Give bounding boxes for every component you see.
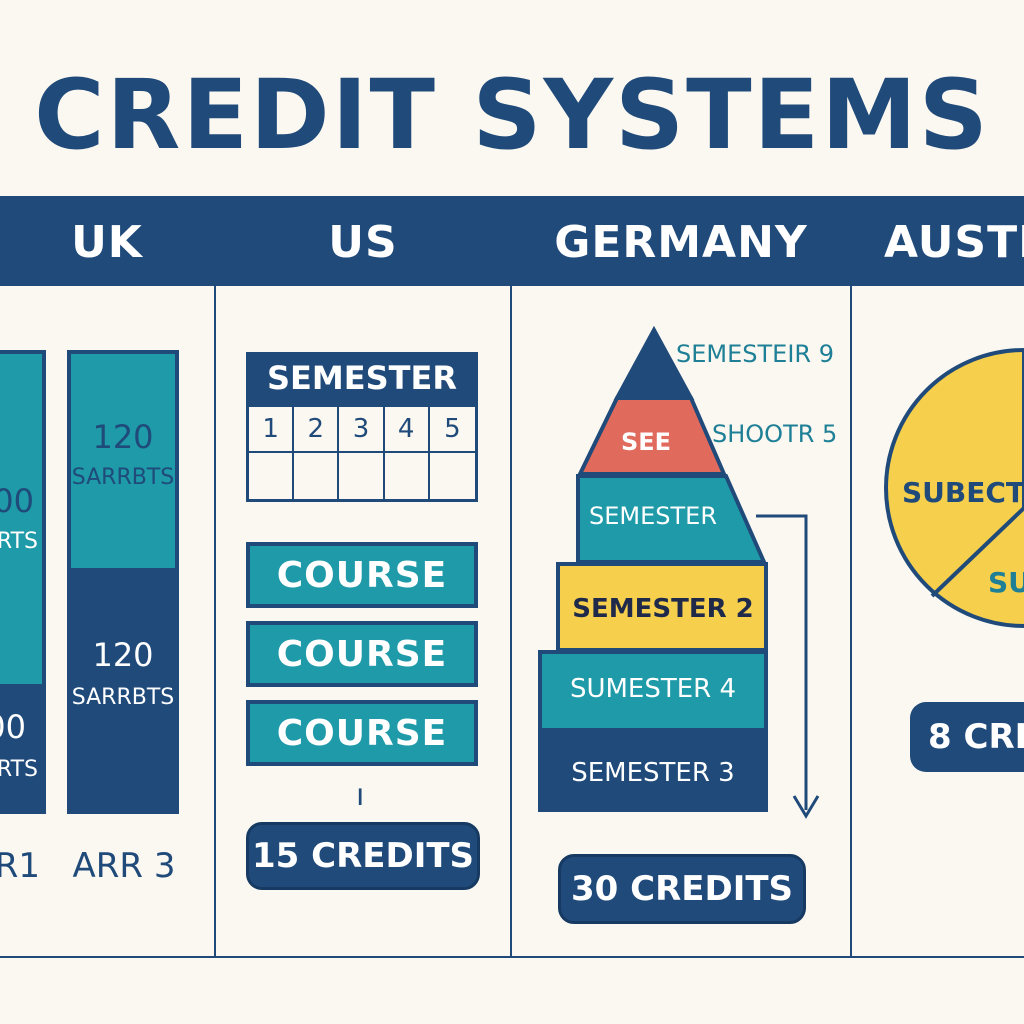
uk-bar-left-top-value: 00: [0, 482, 34, 520]
uk-bar-right-top-label: SARRBTS: [71, 465, 175, 490]
pie-label-subject: SUBECT: [902, 476, 1024, 509]
us-credits-badge: 15 CREDITS: [246, 822, 480, 890]
germany-credits-badge: 30 CREDITS: [558, 854, 806, 924]
semester-cell-empty: [430, 453, 475, 499]
semester-cell-empty: [385, 453, 430, 499]
column-heading-uk: UK: [71, 217, 143, 268]
pyramid-top-note: SEMESTEIR 9: [676, 340, 834, 368]
semester-cell: 3: [339, 407, 385, 453]
column-divider: [850, 196, 852, 958]
semester-cell-empty: [294, 453, 340, 499]
column-divider: [510, 196, 512, 958]
pyramid-level-2: SEMESTER 2: [572, 594, 754, 624]
pyramid-yellow-band: [556, 562, 768, 652]
uk-bar-right-upper: [71, 354, 175, 568]
uk-bar-left-bottom-value: 00: [0, 708, 26, 746]
bottom-border: [0, 956, 1024, 958]
australia-pie: [884, 348, 1024, 628]
arrow-head-icon: [792, 795, 820, 819]
semester-cell: 4: [384, 407, 430, 453]
us-course-box: COURSE: [246, 621, 478, 687]
pyramid-apex-label: SEE: [620, 428, 672, 456]
pyramid-level-1: SEMESTER: [588, 502, 717, 530]
us-course-box: COURSE: [246, 700, 478, 766]
australia-credits-badge: 8 CRE: [910, 702, 1024, 772]
uk-bar-left-upper: [0, 354, 42, 684]
pyramid-level-3: SUMESTER 4: [569, 674, 737, 704]
semester-cell: 5: [429, 407, 475, 453]
semester-cell: 2: [294, 407, 340, 453]
uk-bar-right: [67, 350, 179, 814]
uk-bar-right-lower: [71, 568, 175, 810]
germany-pyramid: [538, 326, 768, 812]
us-course-box: COURSE: [246, 542, 478, 608]
uk-bar-right-caption: ARR 3: [72, 846, 176, 886]
uk-bar-right-bottom-label: SARRBTS: [71, 685, 175, 710]
uk-bar-left-caption: R1: [0, 846, 40, 886]
page-title: CREDIT SYSTEMS: [34, 59, 990, 171]
germany-arrow: [756, 514, 820, 819]
column-heading-germany: GERMANY: [554, 217, 808, 268]
pie-circle: [884, 348, 1024, 628]
column-heading-us: US: [328, 217, 398, 268]
pie-divider: [930, 506, 1024, 598]
us-tick-mark: ı: [356, 778, 365, 813]
uk-bar-left: [0, 350, 46, 814]
us-semester-header: SEMESTER: [246, 352, 478, 404]
column-divider: [214, 196, 216, 958]
uk-bar-right-bottom-value: 120: [92, 636, 154, 674]
header-band: [0, 196, 1024, 286]
semester-cell: 1: [249, 407, 295, 453]
uk-bar-left-top-label: RTS: [0, 529, 38, 554]
column-heading-australia: AUSTR: [884, 217, 1024, 268]
uk-bar-left-bottom-label: RTS: [0, 757, 38, 782]
pyramid-apex-note: SHOOTR 5: [712, 420, 838, 448]
pyramid-base-band: [538, 730, 768, 812]
pyramid-level-4: SEMESTER 3: [571, 758, 735, 788]
pie-label-su: SU: [988, 566, 1024, 599]
semester-cell-empty: [339, 453, 385, 499]
us-semester-grid: 1 2 3 4 5: [246, 404, 478, 502]
uk-bar-right-top-value: 120: [92, 418, 154, 456]
semester-cell-empty: [249, 453, 295, 499]
uk-bar-left-lower: [0, 684, 42, 810]
arrow-line: [756, 514, 808, 810]
